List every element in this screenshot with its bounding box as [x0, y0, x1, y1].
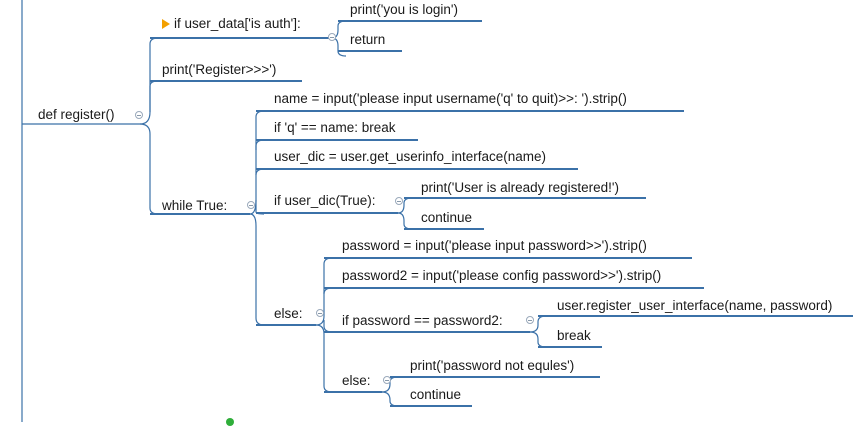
collapse-toggle-icon[interactable] — [526, 316, 534, 324]
node-underline — [256, 139, 418, 141]
node-def-register[interactable]: def register() — [38, 107, 115, 122]
node-user-dic[interactable]: user_dic = user.get_userinfo_interface(n… — [274, 149, 547, 164]
node-underline — [256, 324, 316, 326]
node-if-user-dic[interactable]: if user_dic(True): — [274, 193, 376, 208]
collapse-toggle-icon[interactable] — [247, 201, 255, 209]
node-continue-2[interactable]: continue — [410, 387, 462, 402]
collapse-toggle-icon[interactable] — [328, 33, 336, 41]
node-print-not-equal[interactable]: print('password not equles') — [410, 358, 575, 373]
flag-icon — [162, 19, 170, 29]
node-print-login[interactable]: print('you is login') — [350, 2, 458, 17]
node-if-q-break[interactable]: if 'q' == name: break — [274, 120, 396, 135]
node-underline — [404, 228, 484, 230]
node-underline — [324, 257, 692, 259]
node-return[interactable]: return — [350, 32, 386, 47]
node-password2[interactable]: password2 = input('please config passwor… — [342, 268, 662, 283]
node-underline — [324, 391, 382, 393]
node-else-2[interactable]: else: — [342, 373, 371, 388]
node-underline — [256, 110, 684, 112]
collapse-toggle-icon[interactable] — [383, 376, 391, 384]
node-underline — [390, 405, 472, 407]
node-underline — [256, 168, 578, 170]
node-underline — [390, 376, 600, 378]
node-underline — [324, 331, 530, 333]
collapse-toggle-icon[interactable] — [395, 197, 403, 205]
node-break[interactable]: break — [557, 328, 591, 343]
node-underline — [538, 346, 602, 348]
node-continue-1[interactable]: continue — [421, 210, 473, 225]
node-underline — [338, 20, 482, 22]
node-password[interactable]: password = input('please input password>… — [342, 238, 647, 253]
node-register-call[interactable]: user.register_user_interface(name, passw… — [557, 298, 833, 313]
collapse-toggle-icon[interactable] — [316, 309, 324, 317]
node-if-password-equal[interactable]: if password == password2: — [342, 313, 503, 328]
node-underline — [324, 287, 704, 289]
node-underline — [338, 50, 402, 52]
node-while-true[interactable]: while True: — [162, 198, 228, 213]
green-dot-icon — [226, 418, 234, 426]
node-underline — [150, 37, 332, 39]
collapse-toggle-icon[interactable] — [135, 111, 143, 119]
node-underline — [404, 197, 646, 199]
node-underline — [538, 315, 853, 317]
node-underline — [150, 213, 250, 215]
node-underline — [150, 80, 302, 82]
node-print-register[interactable]: print('Register>>>') — [162, 62, 277, 77]
node-label: if user_data['is auth']: — [174, 16, 301, 31]
node-if-user-auth[interactable]: if user_data['is auth']: — [162, 16, 301, 32]
node-else-1[interactable]: else: — [274, 306, 303, 321]
node-print-registered[interactable]: print('User is already registered!') — [421, 180, 619, 195]
node-underline — [256, 212, 398, 214]
node-name-input[interactable]: name = input('please input username('q' … — [274, 91, 627, 106]
